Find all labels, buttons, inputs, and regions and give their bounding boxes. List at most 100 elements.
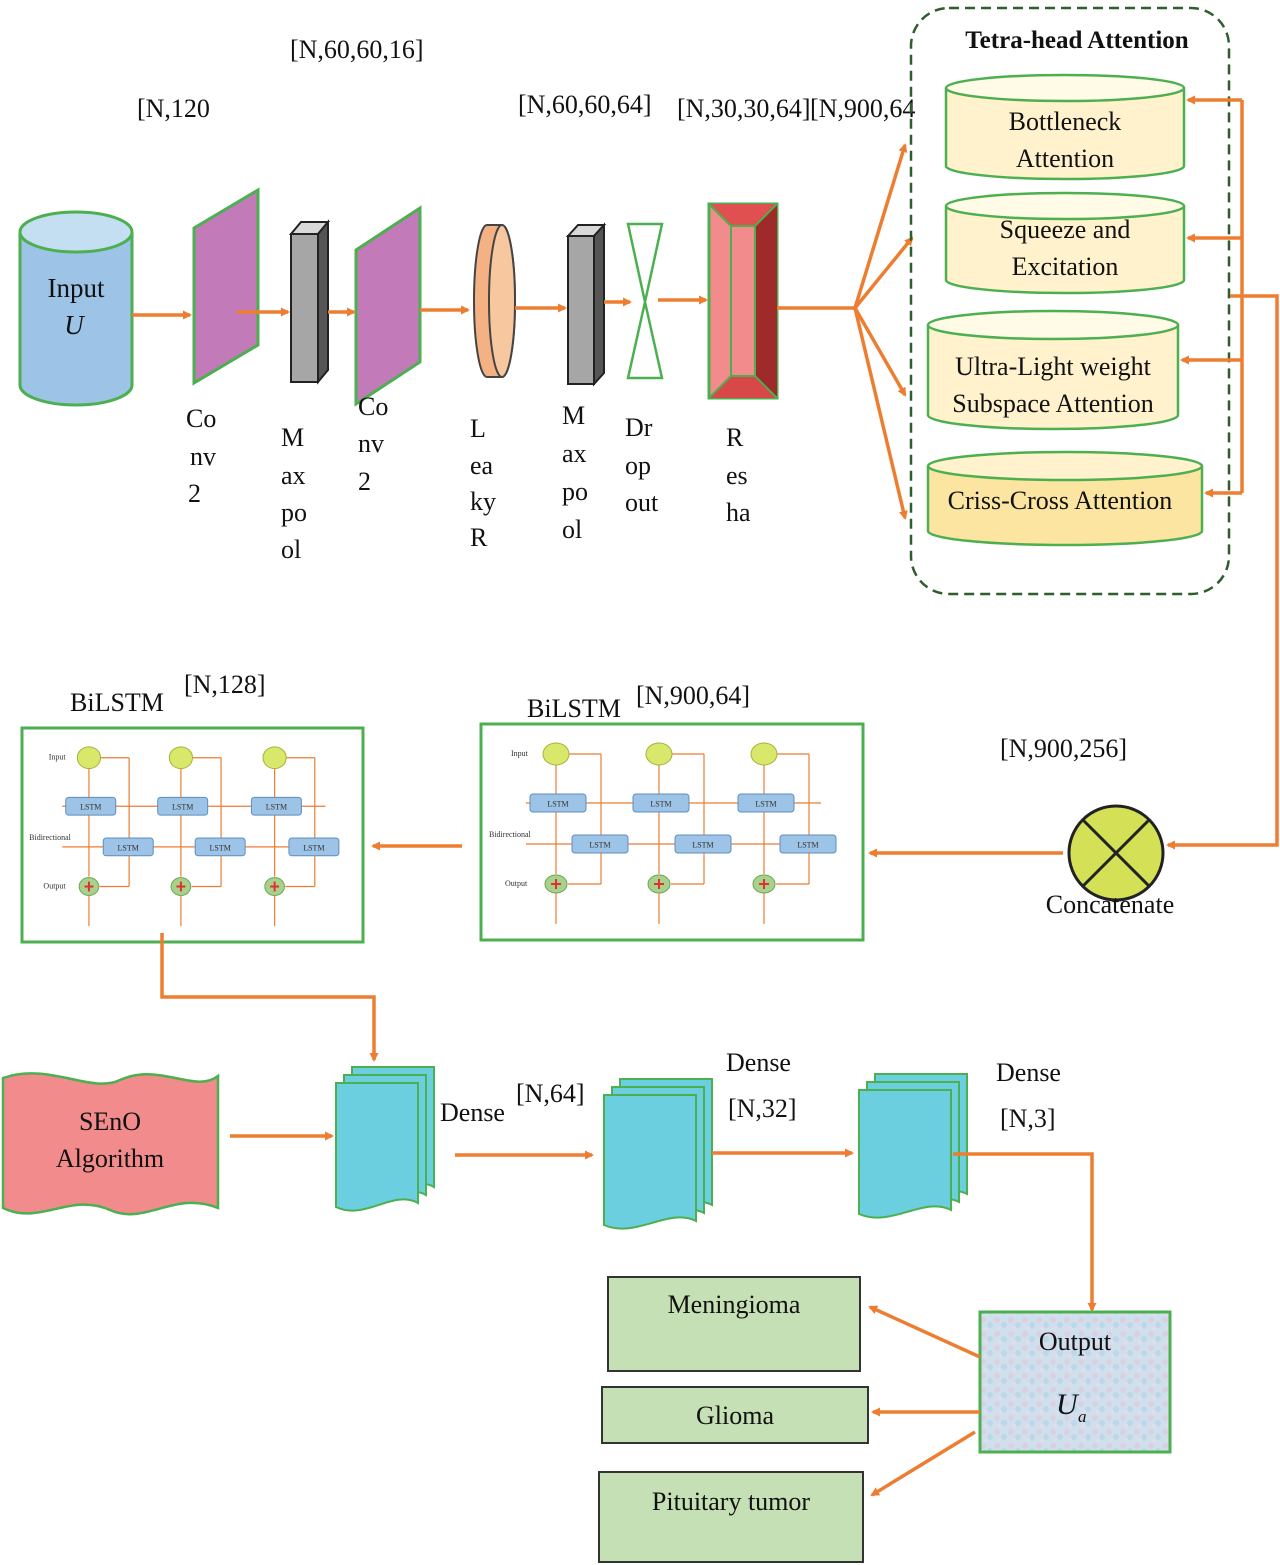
bilstm-output-node [752,874,776,894]
svg-text:ol: ol [562,515,582,544]
conv2-layer-1 [192,187,260,386]
class-meningioma: Meningioma [607,1276,861,1372]
bilstm-forward-cell: LSTM [529,793,587,813]
arrow-output-meningioma [868,1305,981,1359]
bilstm-output-node [264,877,285,896]
bilstm-backward-cell: LSTM [288,837,340,857]
dense-stack-2 [603,1078,713,1230]
svg-text:2: 2 [188,479,201,508]
svg-text:LSTM: LSTM [797,841,818,850]
svg-text:Algorithm: Algorithm [56,1144,164,1173]
tetra-head-attention-title: Tetra-head Attention [965,27,1188,54]
svg-text:R: R [726,423,744,452]
svg-text:LSTM: LSTM [547,800,568,809]
svg-text:LSTM: LSTM [589,841,610,850]
svg-text:a: a [1078,1407,1087,1426]
input-cylinder: Input U [18,210,134,407]
leaky-relu-layer [473,224,516,378]
svg-text:Output: Output [1039,1327,1112,1356]
svg-text:po: po [562,477,588,506]
bilstm-input-node [645,742,673,766]
dropout-label: Dr op out [625,413,659,517]
svg-text:2: 2 [358,467,371,496]
svg-text:SEnO: SEnO [79,1107,141,1136]
bilstm-block-1: InputBidirectionalOutputLSTMLSTMLSTMLSTM… [479,722,865,942]
bilstm-input-node [542,742,570,766]
maxpool-2-label: M ax po ol [562,401,588,544]
svg-text:Excitation: Excitation [1012,252,1119,281]
svg-text:Co: Co [186,404,216,433]
bilstm-output-node [170,877,192,896]
dim-dense3: [N,3] [1000,1104,1056,1133]
arrow-dense3-output [953,1152,1097,1312]
svg-text:ea: ea [470,451,494,480]
svg-text:ha: ha [726,498,751,527]
svg-text:ky: ky [470,487,496,516]
conv2-layer-2 [354,205,422,407]
svg-text:LSTM: LSTM [303,843,324,852]
arrow-split-head3 [853,307,907,397]
dense1-label: Dense [440,1098,505,1127]
tetra-head-attention-frame [909,6,1231,596]
svg-text:Dr: Dr [625,413,653,442]
svg-text:nv: nv [190,442,216,471]
arrow-split-head1 [853,143,908,309]
svg-text:U: U [1056,1388,1080,1421]
svg-text:es: es [726,461,748,490]
svg-text:R: R [470,523,488,552]
maxpool-layer-1 [288,219,331,385]
svg-text:LSTM: LSTM [266,803,287,812]
maxpool-layer-2 [565,222,607,387]
dim-reshape: [N,900,64 [810,94,915,123]
attention-head-criss-cross: Criss-Cross Attention [926,450,1204,547]
svg-text:po: po [281,498,307,527]
dim-leaky: [N,60,60,64] [518,90,652,119]
svg-text:Pituitary tumor: Pituitary tumor [652,1487,811,1516]
svg-text:Glioma: Glioma [696,1401,774,1430]
bilstm-output-node [544,874,568,894]
bilstm-input-node [750,742,778,766]
svg-text:Meningioma: Meningioma [668,1290,801,1319]
attention-head-ultra-light-subspace: Ultra-Light weight Subspace Attention [926,309,1180,431]
dense-page [603,1094,697,1230]
attention-side-connector [1166,95,1279,850]
dim-maxpool2: [N,30,30,64] [677,94,811,123]
bilstm-input-node [76,746,102,770]
reshape-label: R es ha [726,423,751,527]
concatenate-label: Concatenate [1046,890,1175,919]
arrow-split-head2 [853,236,914,310]
bilstm-input-node [262,746,287,770]
dense-page [858,1089,952,1219]
svg-text:LSTM: LSTM [80,803,101,812]
bilstm-backward-cell: LSTM [194,837,246,857]
dense2-label: Dense [726,1048,791,1077]
class-pituitary-tumor: Pituitary tumor [598,1471,864,1563]
dim-dense1: [N,64] [516,1079,585,1108]
svg-text:LSTM: LSTM [650,800,671,809]
bilstm1-label: BiLSTM [527,694,621,723]
svg-text:Co: Co [358,392,388,421]
dense3-label: Dense [996,1058,1061,1087]
conv2-2-label: Co nv 2 [358,392,388,496]
svg-text:ol: ol [281,535,301,564]
bilstm-backward-cell: LSTM [102,837,154,857]
bilstm-block-2: InputBidirectionalOutputLSTMLSTMLSTMLSTM… [20,726,365,944]
svg-text:LSTM: LSTM [755,800,776,809]
reshape-layer [707,202,779,400]
dim-concat: [N,900,256] [1000,734,1127,763]
bilstm-forward-cell: LSTM [157,796,209,816]
bilstm-forward-cell: LSTM [65,796,117,816]
svg-text:LSTM: LSTM [172,803,193,812]
svg-text:op: op [625,451,651,480]
svg-text:L: L [470,414,486,443]
svg-text:Attention: Attention [1016,144,1114,173]
bilstm-forward-cell: LSTM [632,793,690,813]
dim-dense2: [N,32] [728,1094,797,1123]
bilstm2-label: BiLSTM [70,688,164,717]
svg-text:nv: nv [358,429,384,458]
bilstm-output-label: Output [43,882,66,891]
svg-text:Ultra-Light weight: Ultra-Light weight [955,352,1151,381]
bilstm-forward-cell: LSTM [250,796,302,816]
svg-text:ax: ax [281,461,306,490]
output-box: Output U a [978,1310,1172,1454]
